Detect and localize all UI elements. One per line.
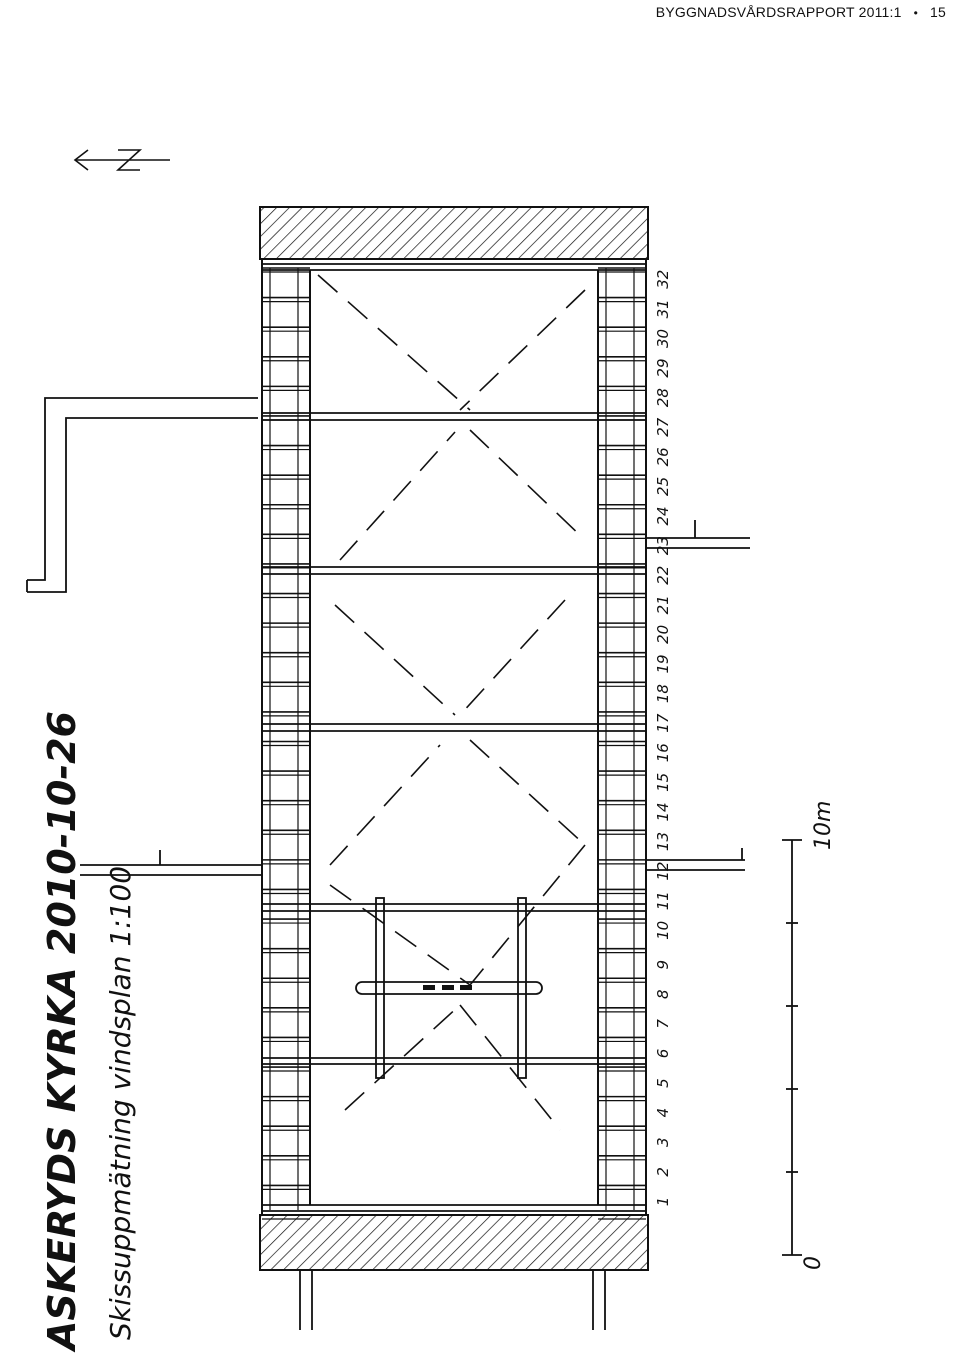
bay-number: 24 bbox=[654, 506, 672, 525]
nave-outline bbox=[261, 259, 647, 1215]
diagonal-bracing bbox=[317, 274, 586, 1131]
bay-number: 7 bbox=[654, 1019, 672, 1029]
tie-beams bbox=[262, 263, 646, 1212]
bay-number: 20 bbox=[654, 625, 672, 644]
ridge-turret-frame bbox=[355, 897, 543, 1079]
header-bullet: • bbox=[913, 6, 919, 20]
north-arrow-icon bbox=[73, 149, 170, 171]
south-posts bbox=[299, 1270, 606, 1330]
bay-number: 1 bbox=[654, 1197, 672, 1207]
bay-number: 10 bbox=[654, 921, 672, 940]
bay-number: 15 bbox=[654, 773, 672, 792]
bay-number: 4 bbox=[654, 1108, 672, 1118]
bay-number: 22 bbox=[654, 566, 672, 585]
bay-number: 26 bbox=[654, 447, 672, 466]
bay-number: 11 bbox=[654, 891, 672, 910]
bay-number: 12 bbox=[654, 862, 672, 881]
rafter-ladder-east bbox=[598, 267, 646, 1220]
scale-bar bbox=[782, 839, 802, 1256]
bay-number: 23 bbox=[654, 536, 672, 555]
drawing-title-line2: Skissuppmätning vindsplan 1:100 bbox=[104, 866, 137, 1340]
page-header: BYGGNADSVÅRDSRAPPORT 2011:1 • 15 bbox=[656, 4, 946, 20]
bay-number: 8 bbox=[654, 990, 672, 1000]
bay-number: 2 bbox=[654, 1167, 672, 1177]
bay-number: 32 bbox=[654, 270, 672, 289]
west-projection bbox=[80, 850, 262, 876]
north-gable-wall bbox=[259, 206, 649, 260]
bay-number: 14 bbox=[654, 802, 672, 821]
frame-detail-blocks bbox=[423, 985, 472, 990]
report-title: BYGGNADSVÅRDSRAPPORT 2011:1 bbox=[655, 4, 902, 20]
west-annex-outline bbox=[26, 397, 258, 593]
bay-number: 29 bbox=[654, 358, 672, 377]
bay-number: 31 bbox=[654, 299, 672, 318]
rafter-ladder-west bbox=[262, 267, 310, 1220]
bay-number: 3 bbox=[654, 1137, 672, 1147]
south-gable-wall bbox=[259, 1214, 649, 1271]
bay-number: 30 bbox=[654, 329, 672, 348]
bay-number: 27 bbox=[654, 417, 672, 437]
drawing-title-line1: ASKERYDS KYRKA 2010-10-26 bbox=[40, 711, 84, 1353]
bay-number: 9 bbox=[654, 960, 672, 970]
page-number: 15 bbox=[930, 4, 946, 20]
bay-number: 28 bbox=[654, 388, 672, 407]
bay-number: 17 bbox=[654, 713, 672, 733]
bay-number: 6 bbox=[654, 1049, 672, 1059]
bay-number: 19 bbox=[654, 654, 672, 673]
bay-number: 21 bbox=[654, 595, 672, 614]
bay-number: 25 bbox=[654, 477, 672, 496]
bay-number: 16 bbox=[654, 743, 672, 762]
bay-number-list: 1234567891011121314151617181920212223242… bbox=[654, 270, 672, 1207]
scale-start-label: 0 bbox=[801, 1256, 826, 1270]
bay-number: 13 bbox=[654, 832, 672, 851]
bay-number: 5 bbox=[654, 1078, 672, 1088]
bay-number: 18 bbox=[654, 684, 672, 703]
east-projection bbox=[646, 520, 750, 871]
scale-end-label: 10m bbox=[811, 801, 836, 850]
